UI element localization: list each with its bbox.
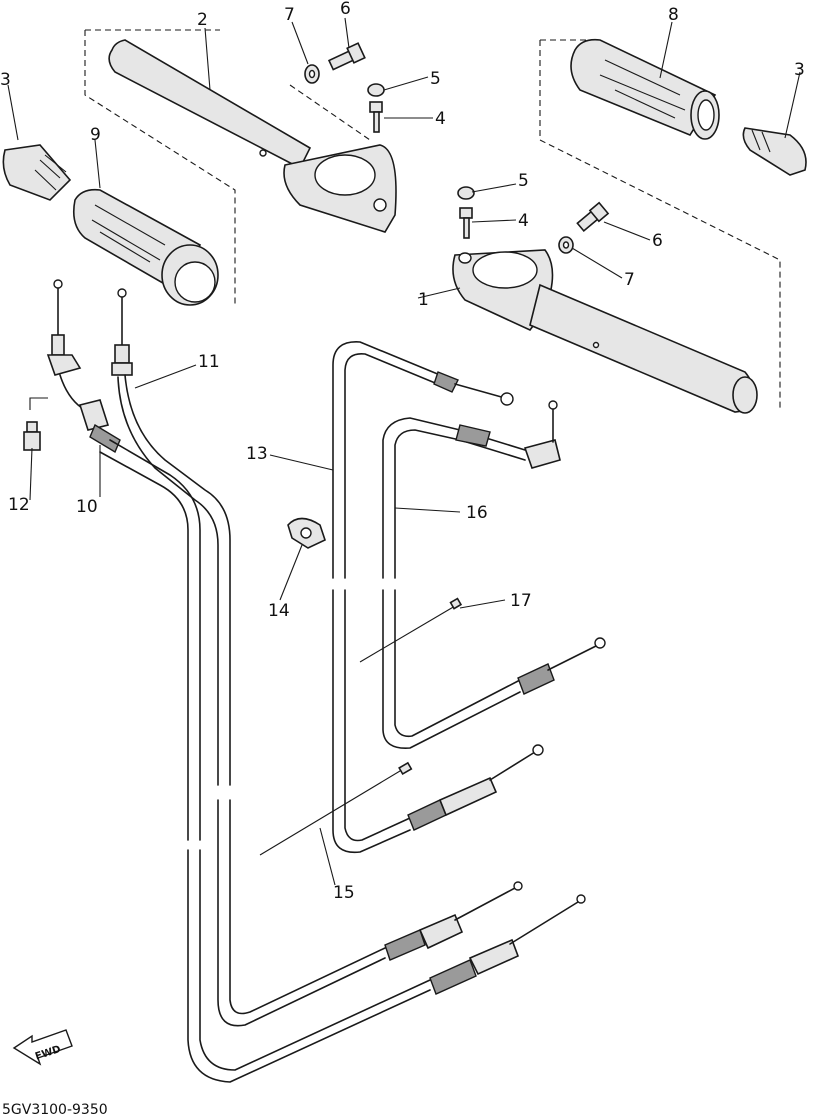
callout-4-top: 4 (435, 109, 446, 129)
bolt-6-right (576, 201, 610, 233)
cable-clamp (287, 517, 326, 549)
callout-12: 12 (8, 495, 30, 515)
throttle-cables (99, 374, 586, 1083)
callout-7-top: 7 (284, 5, 295, 25)
callout-7-right: 7 (624, 270, 635, 290)
fwd-arrow: FWD (12, 1029, 73, 1066)
callout-8: 8 (668, 5, 679, 25)
callout-6-right: 6 (652, 231, 663, 251)
callout-17: 17 (510, 591, 532, 611)
callout-9: 9 (90, 125, 101, 145)
callout-13: 13 (246, 444, 268, 464)
callout-16: 16 (466, 503, 488, 523)
washer-7-top (304, 64, 320, 84)
callout-11: 11 (198, 352, 220, 372)
bar-end-weight-left (2, 144, 72, 201)
callouts: 1 2 3 3 4 4 5 5 6 6 7 7 8 9 10 11 12 13 … (0, 0, 805, 903)
washer-7-right (558, 236, 574, 254)
callout-5-right: 5 (518, 171, 529, 191)
cap-5-right (457, 186, 475, 200)
drawing-code: 5GV3100-9350 (2, 1102, 108, 1117)
cap-5-top (367, 83, 385, 97)
screw-12 (23, 421, 41, 451)
callout-4-right: 4 (518, 211, 529, 231)
callout-3-left: 3 (0, 70, 11, 90)
bar-end-weight-right (742, 127, 807, 176)
callout-1: 1 (418, 290, 429, 310)
left-handlebar (108, 39, 397, 233)
callout-14: 14 (268, 601, 290, 621)
bolt-4-right (459, 207, 473, 239)
right-handlebar (452, 249, 758, 414)
right-grip (570, 38, 720, 140)
callout-5-top: 5 (430, 69, 441, 89)
callout-15: 15 (333, 883, 355, 903)
callout-2: 2 (197, 10, 208, 30)
callout-3-right: 3 (794, 60, 805, 80)
bolt-4-top (369, 101, 383, 133)
callout-10: 10 (76, 497, 98, 517)
throttle-housing (46, 279, 133, 454)
reference-frames (84, 29, 781, 410)
leader-lines (7, 17, 801, 886)
bolt-6-top (327, 42, 366, 71)
choke-cable (359, 400, 606, 749)
callout-6-top: 6 (340, 0, 351, 19)
left-grip (72, 188, 219, 306)
clutch-cable (259, 341, 544, 856)
